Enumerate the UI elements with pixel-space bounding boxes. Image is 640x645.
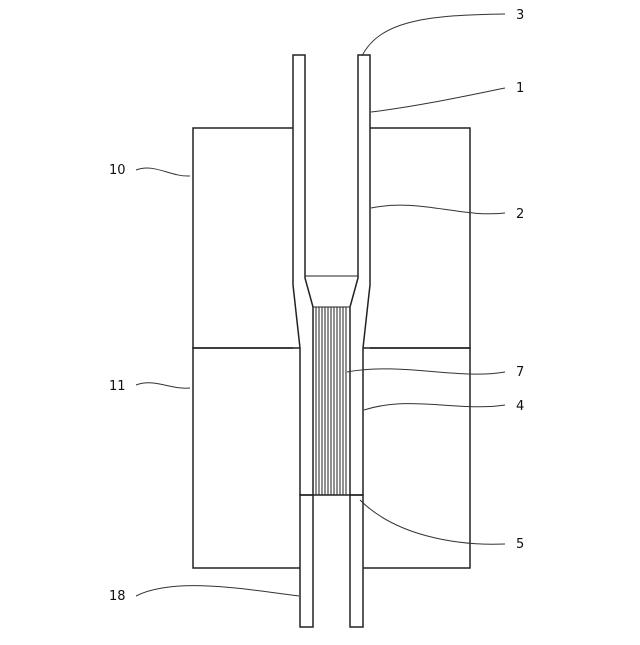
label-10: 10 xyxy=(109,163,126,178)
label-4: 4 xyxy=(516,399,524,414)
label-18: 18 xyxy=(109,589,126,604)
label-11: 11 xyxy=(109,379,126,394)
reference-numerals: 3 1 10 2 7 11 4 5 18 xyxy=(109,8,524,604)
leader-lines xyxy=(136,14,505,596)
wire-bundle-7 xyxy=(313,307,350,495)
label-3: 3 xyxy=(516,8,524,23)
label-5: 5 xyxy=(516,537,524,552)
label-7: 7 xyxy=(516,365,524,380)
label-2: 2 xyxy=(516,207,524,222)
label-1: 1 xyxy=(516,81,524,96)
lower-pipe-18 xyxy=(300,495,363,627)
